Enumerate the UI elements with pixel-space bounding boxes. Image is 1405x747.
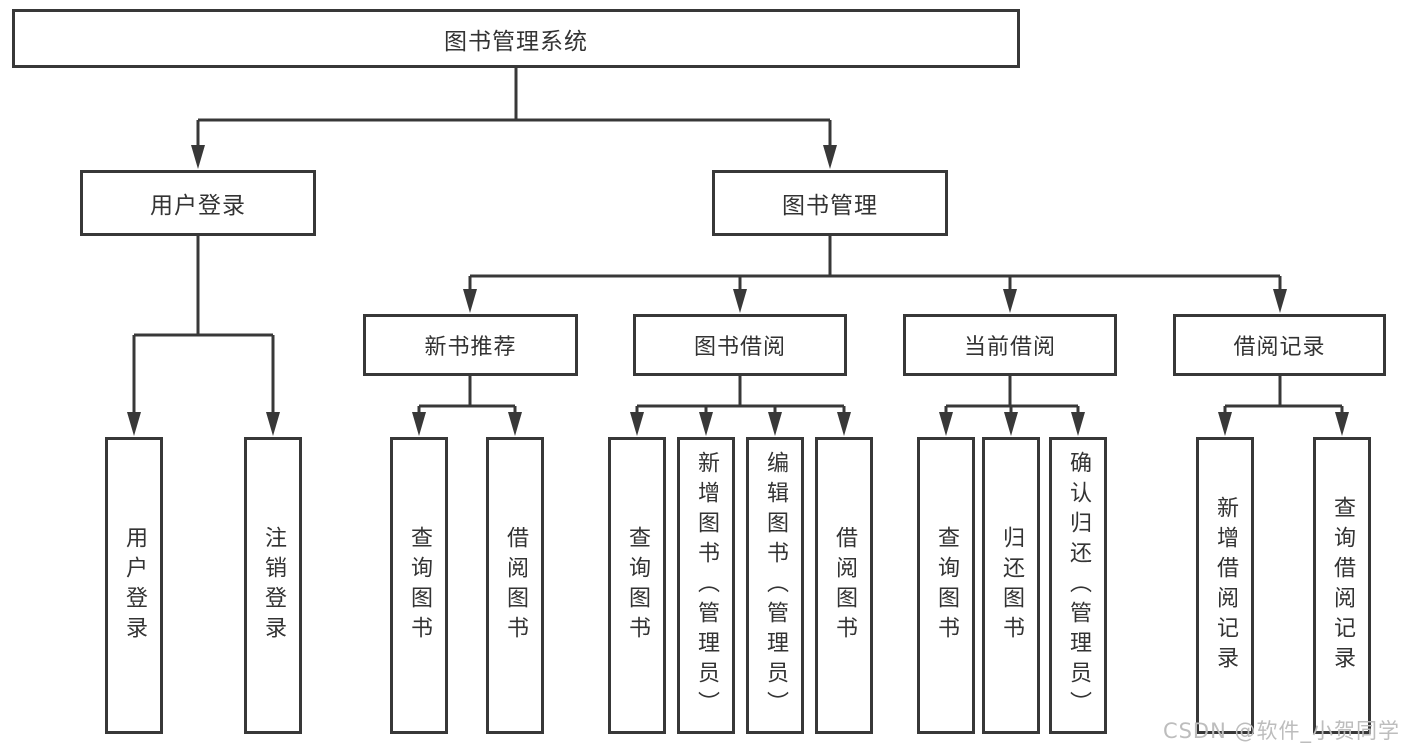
- node-label: 借阅图书: [832, 525, 857, 646]
- node-user-login: 用户登录: [80, 170, 316, 236]
- node-current-borrowing: 当前借阅: [903, 314, 1117, 376]
- node-label: 新增图书（管理员）: [694, 450, 719, 721]
- node-label: 图书管理: [782, 193, 878, 219]
- node-label: 用户登录: [150, 193, 246, 219]
- csdn-watermark: CSDN @软件_小贺同学: [1162, 719, 1400, 743]
- leaf-query-borrow-record: 查询借阅记录: [1313, 437, 1371, 734]
- node-label: 查询图书: [934, 525, 959, 646]
- leaf-edit-books-admin: 编辑图书（管理员）: [746, 437, 804, 734]
- leaf-confirm-return-admin: 确认归还（管理员）: [1049, 437, 1107, 734]
- node-label: 查询图书: [625, 525, 650, 646]
- leaf-query-books: 查询图书: [390, 437, 448, 734]
- leaf-add-books-admin: 新增图书（管理员）: [677, 437, 735, 734]
- node-book-borrowing: 图书借阅: [633, 314, 847, 376]
- node-label: 新书推荐: [424, 335, 517, 360]
- node-label: 当前借阅: [963, 335, 1056, 360]
- node-book-management: 图书管理: [712, 170, 948, 236]
- node-label: 新增借阅记录: [1213, 495, 1238, 676]
- node-borrowing-records: 借阅记录: [1173, 314, 1386, 376]
- leaf-query-books: 查询图书: [917, 437, 975, 734]
- node-label: 确认归还（管理员）: [1066, 450, 1091, 721]
- node-label: 借阅记录: [1233, 335, 1326, 360]
- node-library-management-system: 图书管理系统: [12, 9, 1020, 68]
- node-label: 图书管理系统: [444, 28, 588, 55]
- node-label: 注销登录: [261, 525, 286, 646]
- node-label: 查询图书: [407, 525, 432, 646]
- leaf-return-books: 归还图书: [982, 437, 1040, 734]
- leaf-borrow-books: 借阅图书: [815, 437, 873, 734]
- node-new-book-recommend: 新书推荐: [363, 314, 578, 376]
- leaf-add-borrow-record: 新增借阅记录: [1196, 437, 1254, 734]
- leaf-user-login: 用户登录: [105, 437, 163, 734]
- node-label: 归还图书: [999, 525, 1024, 646]
- node-label: 图书借阅: [693, 335, 786, 360]
- node-label: 编辑图书（管理员）: [763, 450, 788, 721]
- node-label: 用户登录: [122, 525, 147, 646]
- leaf-logout: 注销登录: [244, 437, 302, 734]
- node-label: 查询借阅记录: [1330, 495, 1355, 676]
- leaf-borrow-books: 借阅图书: [486, 437, 544, 734]
- arrowheads: [127, 145, 1349, 436]
- node-label: 借阅图书: [503, 525, 528, 646]
- leaf-query-books: 查询图书: [608, 437, 666, 734]
